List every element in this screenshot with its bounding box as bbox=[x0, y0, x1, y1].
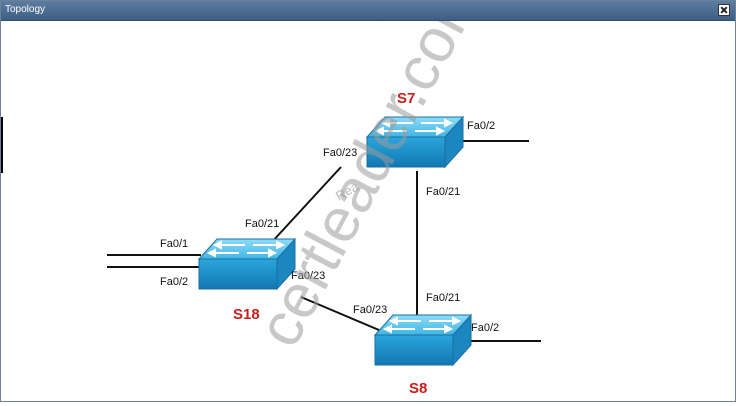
switch-label-s7: S7 bbox=[397, 90, 415, 107]
port-label-s8-fa0-2: Fa0/2 bbox=[471, 322, 499, 334]
switch-label-s8: S8 bbox=[409, 380, 427, 397]
port-label-s18-fa0-21: Fa0/21 bbox=[245, 218, 279, 230]
port-label-s8-fa0-21: Fa0/21 bbox=[426, 292, 460, 304]
port-label-s18-fa0-2: Fa0/2 bbox=[160, 276, 188, 288]
port-label-s18-fa0-1: Fa0/1 bbox=[160, 238, 188, 250]
close-icon[interactable] bbox=[718, 4, 730, 16]
link-s18-s8 bbox=[300, 296, 387, 334]
switch-label-s18: S18 bbox=[233, 306, 260, 323]
port-label-s7-fa0-2: Fa0/2 bbox=[467, 120, 495, 132]
topology-diagram: S7 S18 S8 Fa0/23 Fa0/2 Fa0/21 Fa0/21 Fa0… bbox=[107, 0, 541, 397]
port-label-s8-fa0-23: Fa0/23 bbox=[353, 304, 387, 316]
link-s7-s18 bbox=[270, 166, 342, 244]
port-label-s7-fa0-23: Fa0/23 bbox=[323, 147, 357, 159]
left-edge-marker bbox=[1, 117, 3, 173]
window-title: Topology bbox=[5, 4, 46, 15]
title-bar[interactable]: Topology bbox=[1, 1, 735, 21]
port-label-s18-fa0-23: Fa0/23 bbox=[291, 270, 325, 282]
switch-s8[interactable] bbox=[374, 314, 472, 366]
port-label-s7-fa0-21: Fa0/21 bbox=[426, 186, 460, 198]
links bbox=[107, 140, 541, 342]
